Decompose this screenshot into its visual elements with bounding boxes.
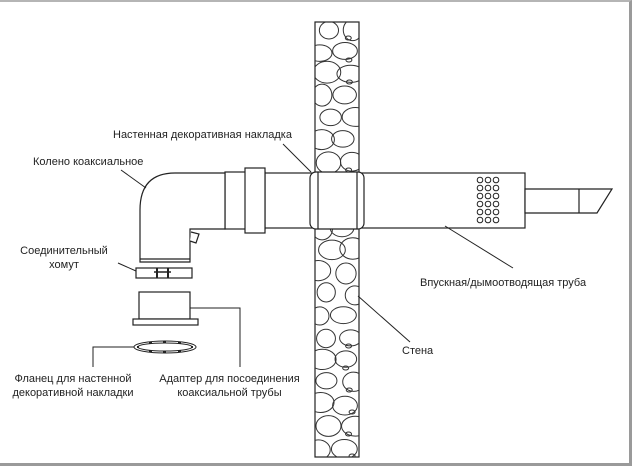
intake-hole xyxy=(476,176,484,184)
image-frame xyxy=(0,0,632,466)
label-flange-line1: Фланец для настенной xyxy=(14,373,132,385)
wall-stone xyxy=(316,282,336,303)
wall-stone xyxy=(315,306,330,326)
wall-stone xyxy=(341,415,359,437)
wall-stone xyxy=(334,350,358,368)
wall-pebble xyxy=(344,35,352,41)
label-flange: Фланец для настенной декоративной наклад… xyxy=(8,372,138,400)
wall-stone xyxy=(335,262,357,285)
leader-wall xyxy=(357,295,411,343)
wall-stone xyxy=(315,391,335,413)
wall-stone xyxy=(332,85,357,105)
wall-pebble xyxy=(345,343,353,349)
wall-stone xyxy=(315,415,342,437)
wall-stone xyxy=(318,239,346,261)
wall-stone xyxy=(329,306,357,325)
wall-pebble xyxy=(345,79,353,85)
wall xyxy=(314,21,360,458)
intake-hole xyxy=(484,192,492,200)
wall-stone xyxy=(316,328,336,349)
intake-hole xyxy=(492,200,500,208)
intake-hole xyxy=(476,200,484,208)
wall-stone xyxy=(315,129,335,151)
wall-stone xyxy=(319,108,342,127)
wall-stone xyxy=(315,260,332,282)
intake-hole xyxy=(492,208,500,216)
air-intake-holes xyxy=(476,176,500,224)
wall-stone xyxy=(315,60,342,84)
intake-exhaust-pipe xyxy=(229,172,526,229)
intake-hole xyxy=(484,216,492,224)
intake-hole xyxy=(476,208,484,216)
coaxial-elbow xyxy=(139,172,226,263)
intake-hole xyxy=(484,176,492,184)
wall-pebble xyxy=(348,409,356,415)
wall-stone xyxy=(339,237,359,260)
label-elbow: Колено коаксиальное xyxy=(33,156,144,168)
wall-stones xyxy=(315,22,359,457)
exhaust-tip xyxy=(524,188,614,214)
leader-clamp xyxy=(117,262,137,272)
intake-hole xyxy=(484,184,492,192)
wall-stone xyxy=(332,395,358,416)
intake-hole xyxy=(484,200,492,208)
wall-stone xyxy=(315,439,331,457)
label-adapter-line2: коаксиальной трубы xyxy=(177,387,282,399)
intake-hole xyxy=(492,216,500,224)
wall-stone xyxy=(332,41,358,60)
intake-hole xyxy=(492,176,500,184)
label-adapter-line1: Адаптер для посоединения xyxy=(159,373,300,385)
wall-pebble xyxy=(345,57,353,63)
wall-stone xyxy=(318,22,340,40)
label-clamp: Соединительный хомут xyxy=(14,244,114,272)
intake-hole xyxy=(476,216,484,224)
wall-decorative-plate xyxy=(309,171,365,230)
intake-hole xyxy=(476,192,484,200)
wall-pebble xyxy=(348,453,356,457)
leader-flange xyxy=(92,346,134,367)
wall-stone xyxy=(344,285,359,306)
wall-stone xyxy=(315,372,338,390)
pipe-coupling xyxy=(224,167,266,234)
wall-stone xyxy=(315,348,337,370)
wall-stone xyxy=(315,44,333,62)
leader-pipe xyxy=(444,225,514,269)
wall-pebble xyxy=(342,365,350,371)
wall-stone xyxy=(342,22,359,42)
leader-adapter xyxy=(190,307,241,367)
label-wall: Стена xyxy=(402,345,434,357)
wall-pebble xyxy=(345,387,353,393)
wall-stone xyxy=(315,83,333,107)
leader-lines xyxy=(92,143,514,367)
leader-wall-plate xyxy=(282,143,312,173)
intake-hole xyxy=(476,184,484,192)
label-flange-line2: декоративной накладки xyxy=(12,387,134,399)
wall-stone xyxy=(330,438,358,457)
wall-stone xyxy=(336,64,359,83)
intake-hole xyxy=(484,208,492,216)
connecting-clamp xyxy=(135,267,193,279)
intake-hole xyxy=(492,192,500,200)
label-clamp-line1: Соединительный xyxy=(20,245,108,257)
wall-stone xyxy=(341,107,359,127)
label-pipe: Впускная/дымоотводящая труба xyxy=(420,277,587,289)
wall-stone xyxy=(339,329,359,347)
coaxial-adapter xyxy=(132,291,199,326)
label-clamp-line2: хомут xyxy=(49,259,79,271)
leader-elbow xyxy=(120,169,147,189)
wall-stone xyxy=(331,130,355,148)
intake-hole xyxy=(492,184,500,192)
label-adapter: Адаптер для посоединения коаксиальной тр… xyxy=(152,372,307,400)
wall-stone xyxy=(339,151,359,172)
label-wall-plate: Настенная декоративная накладка xyxy=(113,129,292,141)
wall-pebble xyxy=(345,431,353,437)
wall-stone xyxy=(342,371,359,392)
wall-plate-flange xyxy=(133,340,197,354)
